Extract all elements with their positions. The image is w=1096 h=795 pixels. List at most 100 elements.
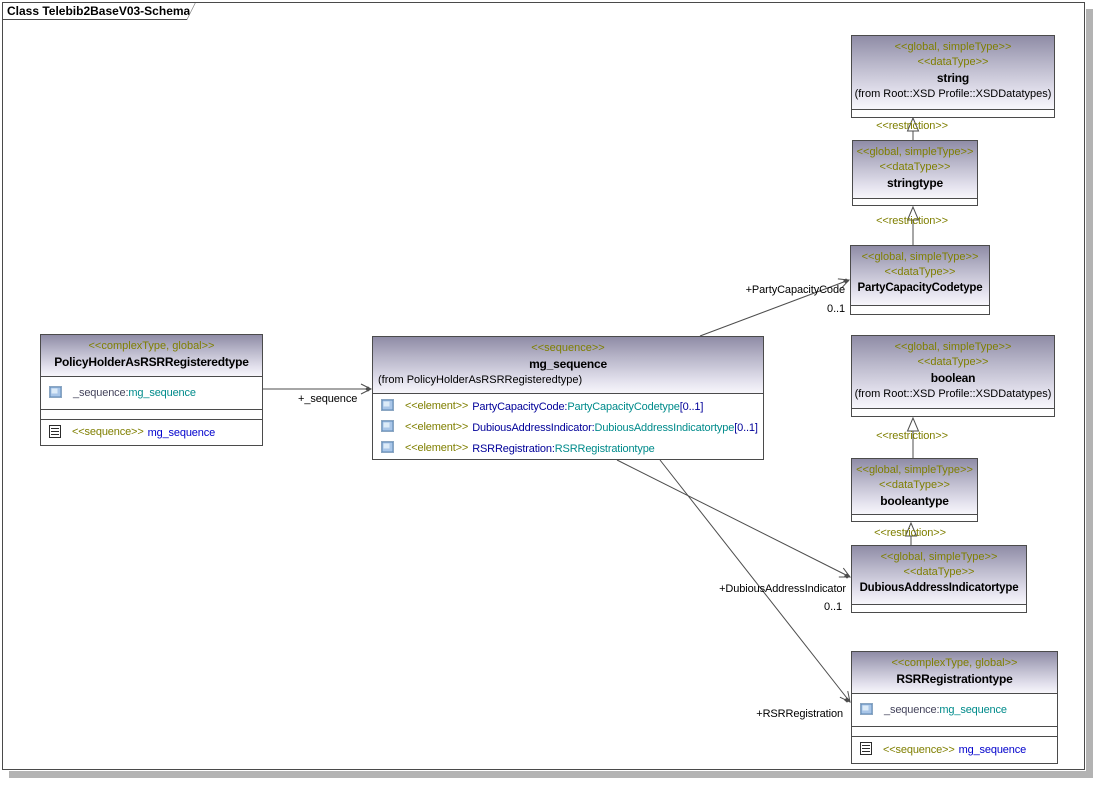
operation-icon bbox=[49, 424, 61, 441]
element-icon bbox=[381, 399, 394, 414]
operation-stereotype: <<sequence>> bbox=[72, 426, 144, 438]
stereotype-label: <<complexType, global>> bbox=[891, 657, 1018, 669]
class-name: DubiousAddressIndicatortype bbox=[859, 582, 1019, 594]
class-box-partycapacitycodetype[interactable]: <<global, simpleType>> <<dataType>> Part… bbox=[850, 245, 990, 315]
operation-stereotype: <<sequence>> bbox=[883, 743, 955, 756]
restriction-label: <<restriction>> bbox=[876, 430, 948, 442]
stereotype-label: <<dataType>> bbox=[884, 266, 956, 278]
restriction-connector-stringtype-string[interactable] bbox=[906, 116, 920, 140]
elements-compartment: <<element>>PartyCapacityCode:PartyCapaci… bbox=[373, 393, 763, 459]
class-header: <<complexType, global>> RSRRegistrationt… bbox=[852, 652, 1057, 693]
diagram-title: Class Telebib2BaseV03-Schema bbox=[3, 3, 195, 19]
operations-compartment: <<sequence>>mg_sequence bbox=[41, 419, 262, 445]
association-role-label: +DubiousAddressIndicator bbox=[719, 583, 846, 595]
class-header: <<global, simpleType>> <<dataType>> Part… bbox=[851, 246, 989, 305]
restriction-label: <<restriction>> bbox=[874, 527, 946, 539]
empty-compartment bbox=[852, 514, 977, 521]
class-box-dubiousaddressindicatortype[interactable]: <<global, simpleType>> <<dataType>> Dubi… bbox=[851, 545, 1027, 613]
class-box-booleantype[interactable]: <<global, simpleType>> <<dataType>> bool… bbox=[851, 458, 978, 522]
class-box-rsrregistrationtype[interactable]: <<complexType, global>> RSRRegistrationt… bbox=[851, 651, 1058, 764]
stereotype-label: <<global, simpleType>> bbox=[894, 41, 1012, 53]
operation-name: mg_sequence bbox=[147, 426, 216, 439]
empty-compartment bbox=[41, 409, 262, 419]
association-role-label: +PartyCapacityCode bbox=[745, 284, 846, 296]
class-name: booleantype bbox=[880, 494, 949, 508]
attribute-name: _sequence: bbox=[884, 704, 940, 716]
stereotype-label: <<complexType, global>> bbox=[88, 340, 215, 352]
class-name: string bbox=[936, 71, 970, 85]
empty-compartment bbox=[852, 604, 1026, 612]
operation-name: mg_sequence bbox=[958, 744, 1027, 756]
element-stereotype: <<element>> bbox=[405, 421, 469, 433]
class-from-note: (from Root::XSD Profile::XSDDatatypes) bbox=[854, 88, 1052, 100]
class-name: RSRRegistrationtype bbox=[896, 672, 1013, 686]
association-mgsequence-dubiousaddressindicatortype[interactable] bbox=[616, 459, 851, 579]
class-name: mg_sequence bbox=[529, 357, 607, 371]
attribute-icon bbox=[49, 385, 62, 401]
stereotype-label: <<dataType>> bbox=[879, 161, 951, 173]
restriction-connector-dubiousaddressindicatortype-booleantype[interactable] bbox=[904, 521, 918, 545]
frame-shadow-right bbox=[1086, 9, 1093, 777]
element-type: RSRRegistrationtype bbox=[554, 442, 655, 455]
class-header: <<global, simpleType>> <<dataType>> stri… bbox=[852, 36, 1054, 109]
empty-compartment bbox=[851, 305, 989, 314]
element-type: DubiousAddressIndicatortype bbox=[594, 421, 735, 434]
attribute-icon bbox=[860, 702, 873, 718]
attribute-name: _sequence: bbox=[73, 387, 129, 399]
attributes-compartment: _sequence:mg_sequence bbox=[852, 693, 1057, 726]
restriction-label: <<restriction>> bbox=[876, 120, 948, 132]
empty-compartment bbox=[853, 198, 977, 205]
element-row: <<element>>DubiousAddressIndicator:Dubio… bbox=[373, 417, 763, 438]
empty-compartment bbox=[852, 726, 1057, 736]
diagram-title-tab: Class Telebib2BaseV03-Schema bbox=[2, 2, 196, 20]
stereotype-label: <<global, simpleType>> bbox=[861, 251, 979, 263]
restriction-connector-booleantype-boolean[interactable] bbox=[906, 416, 920, 458]
element-name: DubiousAddressIndicator: bbox=[472, 421, 595, 434]
association-multiplicity: 0..1 bbox=[827, 303, 845, 315]
empty-compartment bbox=[852, 109, 1054, 117]
element-name: RSRRegistration: bbox=[472, 442, 555, 455]
class-box-stringtype[interactable]: <<global, simpleType>> <<dataType>> stri… bbox=[852, 140, 978, 206]
operation-row: <<sequence>>mg_sequence bbox=[41, 420, 262, 445]
association-role-label: +_sequence bbox=[298, 393, 358, 405]
class-box-string[interactable]: <<global, simpleType>> <<dataType>> stri… bbox=[851, 35, 1055, 118]
class-name: stringtype bbox=[886, 176, 943, 190]
association-mgsequence-rsrregistrationtype[interactable] bbox=[659, 459, 851, 703]
element-row: <<element>>RSRRegistration:RSRRegistrati… bbox=[373, 438, 763, 459]
class-header: <<global, simpleType>> <<dataType>> Dubi… bbox=[852, 546, 1026, 604]
class-name: PolicyHolderAsRSRRegisteredtype bbox=[54, 355, 249, 369]
element-multiplicity: [0..1] bbox=[679, 400, 704, 413]
class-header: <<global, simpleType>> <<dataType>> bool… bbox=[852, 459, 977, 514]
attribute-type: mg_sequence bbox=[128, 387, 196, 399]
stereotype-label: <<global, simpleType>> bbox=[856, 464, 973, 476]
stereotype-label: <<global, simpleType>> bbox=[894, 341, 1012, 353]
class-box-mg-sequence[interactable]: <<sequence>> mg_sequence (from PolicyHol… bbox=[372, 336, 764, 460]
class-header: <<global, simpleType>> <<dataType>> stri… bbox=[853, 141, 977, 198]
attribute-row: _sequence:mg_sequence bbox=[41, 377, 262, 409]
class-box-boolean[interactable]: <<global, simpleType>> <<dataType>> bool… bbox=[851, 335, 1055, 417]
class-header: <<sequence>> mg_sequence (from PolicyHol… bbox=[373, 337, 763, 393]
class-from-note: (from Root::XSD Profile::XSDDatatypes) bbox=[854, 388, 1052, 400]
class-from-note: (from PolicyHolderAsRSRRegisteredtype) bbox=[378, 374, 583, 386]
stereotype-label: <<dataType>> bbox=[917, 356, 989, 368]
association-mgsequence-partycapacitycodetype[interactable] bbox=[699, 278, 851, 337]
stereotype-label: <<dataType>> bbox=[917, 56, 989, 68]
element-icon bbox=[381, 441, 394, 456]
attributes-compartment: _sequence:mg_sequence bbox=[41, 376, 262, 409]
operations-compartment: <<sequence>>mg_sequence bbox=[852, 736, 1057, 763]
element-stereotype: <<element>> bbox=[405, 442, 469, 454]
class-header: <<complexType, global>> PolicyHolderAsRS… bbox=[41, 335, 262, 376]
attribute-type: mg_sequence bbox=[939, 704, 1007, 716]
association-policyholder-mgsequence[interactable] bbox=[263, 383, 373, 395]
element-type: PartyCapacityCodetype bbox=[567, 400, 680, 413]
class-box-policyholderasrsrregisteredtype[interactable]: <<complexType, global>> PolicyHolderAsRS… bbox=[40, 334, 263, 446]
restriction-label: <<restriction>> bbox=[876, 215, 948, 227]
stereotype-label: <<global, simpleType>> bbox=[856, 146, 974, 158]
empty-compartment bbox=[852, 408, 1054, 416]
restriction-connector-partycapacitycodetype-stringtype[interactable] bbox=[906, 205, 920, 245]
class-header: <<global, simpleType>> <<dataType>> bool… bbox=[852, 336, 1054, 408]
stereotype-label: <<dataType>> bbox=[903, 566, 975, 578]
stereotype-label: <<global, simpleType>> bbox=[880, 551, 998, 563]
association-multiplicity: 0..1 bbox=[824, 601, 842, 613]
